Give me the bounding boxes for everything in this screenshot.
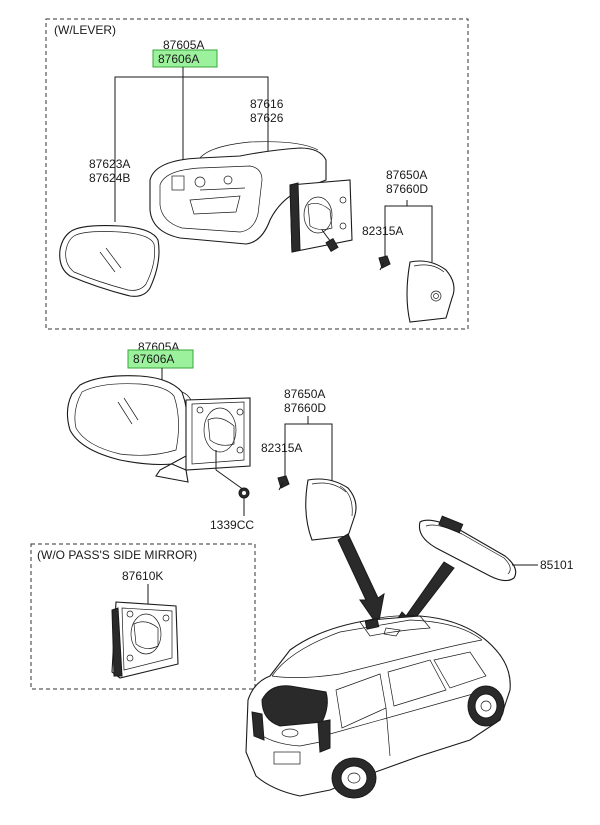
car-illustration — [245, 615, 511, 799]
top-screw — [378, 255, 391, 271]
top-part-b-label: 87606A — [158, 52, 199, 66]
top-housing-b-label: 87626 — [250, 111, 284, 125]
bottom-part-label: 87610K — [122, 569, 163, 583]
mid-part-b-label: 87606A — [133, 352, 174, 366]
mid-screw — [277, 475, 290, 491]
lever-section-label: (W/LEVER) — [54, 23, 116, 37]
side-mirror-arrow — [337, 533, 385, 628]
mid-side-mirror — [66, 375, 197, 483]
top-cover-a-label: 87650A — [386, 168, 427, 182]
top-mirror-glass — [59, 225, 160, 297]
inside-mirror-label: 85101 — [540, 558, 574, 572]
top-leader-bracket — [114, 76, 269, 222]
top-glass-b-label: 87624B — [89, 171, 130, 185]
top-mirror-actuator — [289, 179, 353, 253]
mid-cover — [305, 478, 357, 541]
lever-section-box — [45, 18, 469, 330]
top-glass-a-label: 87623A — [89, 157, 130, 171]
top-cover — [406, 260, 455, 323]
top-part-b-highlight — [152, 49, 218, 68]
mid-cover-b-label: 87660D — [284, 401, 326, 415]
no-pass-mirror-box — [30, 543, 256, 690]
bottom-mirror-base — [111, 601, 179, 679]
mid-nut-label: 1339CC — [210, 518, 254, 532]
mid-part-b-highlight — [127, 349, 194, 369]
mid-mirror-actuator — [185, 397, 251, 471]
top-screw-label: 82315A — [362, 224, 403, 238]
top-part-a-label: 87605A — [163, 38, 204, 52]
mid-screw-label: 82315A — [261, 441, 302, 455]
no-pass-mirror-label: (W/O PASS'S SIDE MIRROR) — [37, 548, 197, 562]
mid-cover-a-label: 87650A — [284, 387, 325, 401]
top-cover-bracket — [384, 205, 433, 262]
top-cover-b-label: 87660D — [386, 182, 428, 196]
top-housing-a-label: 87616 — [250, 97, 284, 111]
inside-mirror — [418, 515, 517, 582]
mid-nut — [215, 469, 250, 516]
